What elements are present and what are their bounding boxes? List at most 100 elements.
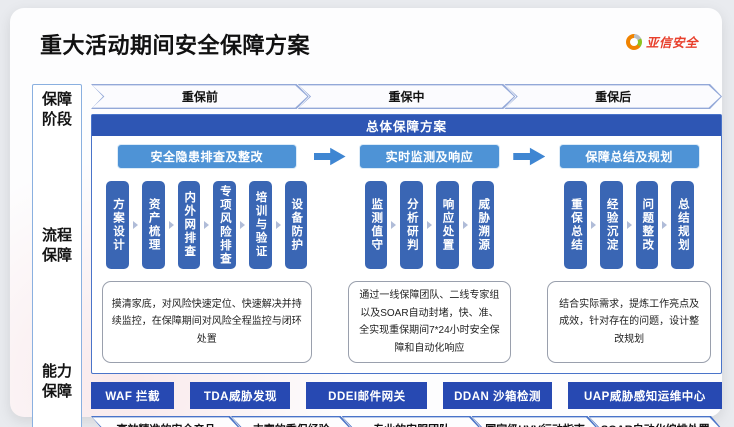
section-description-1: 摸清家底，对风险快速定位、快速解决并持续监控，在保障期间对风险全程监控与闭环处置 — [102, 281, 312, 363]
small-right-arrow-icon — [239, 221, 245, 229]
sections-grid: 安全隐患排查及整改 实时监测及响应 保障总结及规划 方案设计 资产梳理 内外网排… — [92, 136, 721, 373]
page-title: 重大活动期间安全保障方案 — [40, 33, 311, 58]
capability-ddei: DDEI邮件网关 — [306, 382, 428, 409]
content-area: 重保前 重保中 重保后 总体保障方案 — [91, 84, 722, 427]
chevron-fill — [299, 85, 514, 107]
step-pill-label: 威胁溯源 — [477, 198, 490, 252]
advantage-arrow-row: 高效精准的安全产品 丰富的重保经验 专业的安服团队 — [91, 416, 722, 427]
small-right-arrow-icon — [626, 221, 632, 229]
capability-tda: TDA威胁发现 — [190, 382, 291, 409]
overall-plan-banner: 总体保障方案 — [92, 115, 721, 136]
step-pill: 分析研判 — [400, 181, 423, 269]
sidebar-label-process: 流程保障 — [41, 227, 72, 264]
small-right-arrow-icon — [590, 221, 596, 229]
brand-logo-text: 亚信安全 — [645, 36, 698, 50]
phase-arrow-before: 重保前 — [91, 84, 309, 109]
small-right-arrow-icon — [426, 221, 432, 229]
step-pills-section-3: 重保总结 经验沉淀 问题整改 总结规划 — [547, 181, 711, 269]
advantage-experience: 丰富的重保经验 — [231, 416, 352, 427]
section-header-1: 安全隐患排查及整改 — [116, 144, 297, 169]
step-pill-label: 问题整改 — [641, 198, 654, 252]
chevron-fill — [343, 417, 480, 427]
step-pill-label: 培训与验证 — [254, 191, 267, 259]
small-right-arrow-icon — [132, 221, 138, 229]
step-pill-label: 专项风险排查 — [218, 184, 231, 266]
advantage-label: SOAR自动化编排处置 — [589, 416, 722, 427]
advantage-label: 国家级HVV行动指南 — [471, 416, 598, 427]
small-right-arrow-icon — [275, 221, 281, 229]
step-pill: 方案设计 — [106, 181, 129, 269]
phase-label: 重保后 — [595, 90, 632, 104]
advantage-hvv-guide: 国家级HVV行动指南 — [471, 416, 598, 427]
phase-label: 重保前 — [181, 90, 218, 104]
step-pills-section-2: 监测值守 分析研判 响应处置 威胁溯源 — [348, 181, 512, 269]
phase-arrow-during: 重保中 — [298, 84, 516, 109]
chevron-fill — [92, 417, 239, 427]
brand-logo: 亚信安全 — [625, 32, 698, 51]
capability-waf: WAF 拦截 — [91, 382, 175, 409]
section-description-3: 结合实际需求，提炼工作亮点及成效，针对存在的问题，设计整改规划 — [547, 281, 711, 363]
advantage-team: 专业的安服团队 — [342, 416, 482, 427]
chevron-fill — [590, 417, 721, 427]
step-pill-label: 资产梳理 — [147, 198, 160, 252]
step-pill-label: 经验沉淀 — [605, 198, 618, 252]
small-right-arrow-icon — [462, 221, 468, 229]
step-pill-label: 分析研判 — [405, 198, 418, 252]
step-pill: 设备防护 — [284, 181, 308, 269]
chevron-fill — [506, 85, 721, 107]
section-header-3: 保障总结及规划 — [558, 144, 700, 169]
step-pill: 培训与验证 — [248, 181, 272, 269]
step-pill: 威胁溯源 — [471, 181, 495, 269]
advantage-label: 高效精准的安全产品 — [91, 416, 241, 427]
advantage-label: 专业的安服团队 — [342, 416, 482, 427]
description-slot-3: 结合实际需求，提炼工作亮点及成效，针对存在的问题，设计整改规划 — [547, 281, 711, 363]
header: 重大活动期间安全保障方案 亚信安全 — [40, 28, 698, 60]
sidebar-label-phase: 保障阶段 — [41, 91, 72, 128]
step-pill-label: 监测值守 — [370, 198, 383, 252]
right-arrow-icon — [513, 147, 546, 166]
step-pill: 资产梳理 — [141, 181, 165, 269]
step-pill-label: 总结规划 — [676, 198, 689, 252]
chevron-fill — [232, 417, 350, 427]
small-right-arrow-icon — [204, 221, 210, 229]
step-pill: 监测值守 — [364, 181, 388, 269]
description-slot-2: 通过一线保障团队、二线专家组以及SOAR自动封堵，快、准、全实现重保期间7*24… — [347, 281, 512, 363]
slide-card: 重大活动期间安全保障方案 亚信安全 保障阶段 流程保障 能力保障 重保前 — [10, 8, 722, 427]
small-right-arrow-icon — [168, 221, 174, 229]
body-grid: 保障阶段 流程保障 能力保障 重保前 重保中 — [32, 84, 722, 427]
step-pill: 内外网排查 — [177, 181, 201, 269]
step-pill: 响应处置 — [435, 181, 459, 269]
small-right-arrow-icon — [391, 221, 397, 229]
advantage-label: 丰富的重保经验 — [231, 416, 352, 427]
advantage-soar: SOAR自动化编排处置 — [589, 416, 722, 427]
step-pill-label: 方案设计 — [111, 198, 124, 252]
chevron-fill — [92, 85, 307, 107]
step-pill-label: 重保总结 — [569, 198, 582, 252]
capability-uap: UAP威胁感知运维中心 — [567, 382, 722, 409]
phase-arrow-row: 重保前 重保中 重保后 — [91, 84, 722, 109]
section-description-2: 通过一线保障团队、二线专家组以及SOAR自动封堵，快、准、全实现重保期间7*24… — [347, 281, 512, 363]
step-pill: 经验沉淀 — [599, 181, 623, 269]
step-pill-label: 内外网排查 — [183, 191, 196, 259]
step-pill-label: 设备防护 — [290, 198, 303, 252]
step-pill: 总结规划 — [671, 181, 694, 269]
step-pill: 问题整改 — [635, 181, 659, 269]
small-right-arrow-icon — [662, 221, 668, 229]
chevron-fill — [473, 417, 597, 427]
right-arrow-icon — [313, 147, 346, 166]
step-pill-label: 响应处置 — [441, 198, 454, 252]
step-pill: 重保总结 — [564, 181, 587, 269]
section-header-2: 实时监测及响应 — [359, 144, 500, 169]
brand-logo-icon — [625, 33, 642, 50]
sidebar-label-capability: 能力保障 — [41, 363, 72, 400]
step-pills-section-1: 方案设计 资产梳理 内外网排查 专项风险排查 培训与验证 设备防护 — [102, 181, 312, 269]
description-slot-1: 摸清家底，对风险快速定位、快速解决并持续监控，在保障期间对风险全程监控与闭环处置 — [102, 281, 312, 363]
phase-label: 重保中 — [388, 90, 425, 104]
sidebar: 保障阶段 流程保障 能力保障 — [32, 84, 82, 427]
overall-plan-box: 总体保障方案 安全隐患排查及整改 实时监测及响应 保障总结及规划 方案设计 资产… — [91, 114, 722, 374]
advantage-products: 高效精准的安全产品 — [91, 416, 241, 427]
step-pill: 专项风险排查 — [213, 181, 236, 269]
phase-arrow-after: 重保后 — [504, 84, 722, 109]
capability-ddan: DDAN 沙箱检测 — [443, 382, 552, 409]
